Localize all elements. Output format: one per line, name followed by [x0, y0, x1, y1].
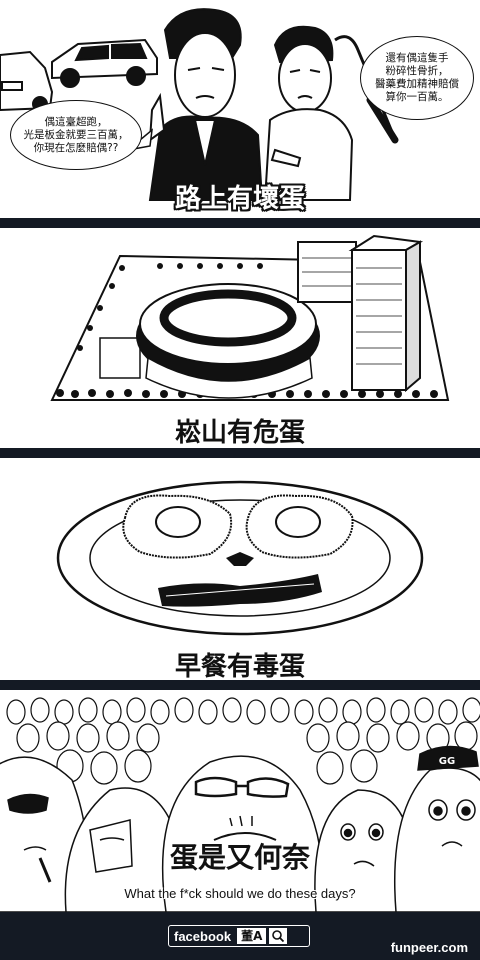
bad-guys-illustration: [0, 8, 403, 201]
bubble-left-line-3: 你現在怎麼賠偶??: [33, 141, 119, 154]
car-front: [0, 50, 54, 112]
cap-letters: GG: [439, 756, 455, 767]
facebook-brand: facebook: [174, 928, 232, 944]
divider-bar-3: [0, 680, 480, 690]
egg-crowd-illustration: GG: [0, 697, 480, 912]
facebook-page-badge[interactable]: facebook 董A: [168, 925, 310, 947]
man-with-bat: [263, 25, 399, 201]
divider-bar-2: [0, 448, 480, 458]
panel-1-caption: 路上有壞蛋: [174, 184, 305, 214]
bubble-left-line-2: 光是板金就要三百萬，: [23, 128, 129, 141]
panel-2-caption: 崧山有危蛋: [174, 418, 305, 448]
search-icon[interactable]: [269, 928, 288, 944]
site-watermark: funpeer.com: [390, 940, 468, 955]
bubble-left-line-1: 偶這臺超跑，: [44, 115, 108, 128]
panel-bad-guys: 偶這臺超跑， 光是板金就要三百萬， 你現在怎麼賠偶?? 還有偶這隻手 粉碎性骨折…: [0, 0, 480, 218]
facebook-page-name: 董A: [237, 928, 267, 944]
man-in-suit: [148, 8, 264, 201]
dome-stadium-illustration: [50, 234, 450, 401]
panel-4-caption: 蛋是又何奈: [169, 841, 310, 874]
panel-3-caption: 早餐有毒蛋: [174, 652, 305, 680]
divider-bar-1: [0, 218, 480, 228]
speech-bubble-left: 偶這臺超跑， 光是板金就要三百萬， 你現在怎麼賠偶??: [10, 100, 142, 170]
panel-breakfast: 早餐有毒蛋: [0, 458, 480, 680]
breakfast-plate-illustration: [56, 480, 424, 636]
panel-eggs: GG 蛋是又何奈 What the f*ck should we do thes…: [0, 690, 480, 912]
panel-4-subtitle: What the f*ck should we do these days?: [124, 886, 356, 901]
panel-dome: 崧山有危蛋: [0, 228, 480, 448]
car-suv: [51, 38, 158, 88]
bubble-right-line-1: 還有偶這隻手: [385, 52, 449, 64]
speech-bubble-right: 還有偶這隻手 粉碎性骨折， 醫藥費加精神賠償 算你一百萬。: [360, 36, 474, 120]
bubble-right-line-3: 醫藥費加精神賠償: [375, 78, 459, 90]
bubble-right-line-2: 粉碎性骨折，: [385, 65, 449, 77]
bubble-right-line-4: 算你一百萬。: [385, 91, 449, 103]
